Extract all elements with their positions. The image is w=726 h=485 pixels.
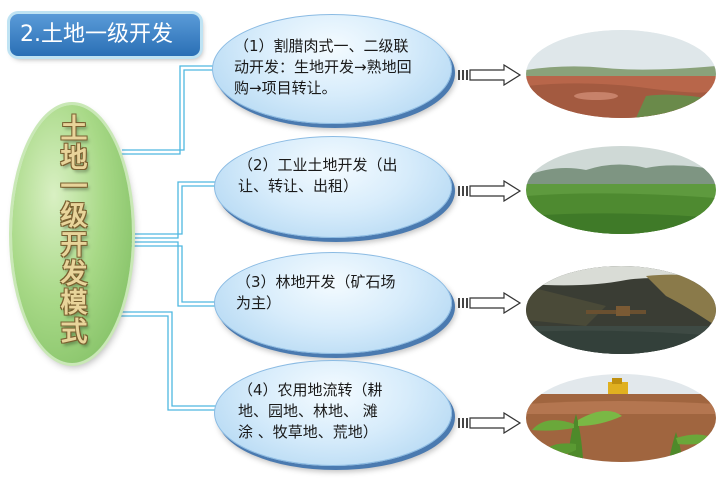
page-title: 2.土地一级开发 (10, 14, 200, 56)
arrow-right-icon (458, 292, 522, 314)
branch-2-oval (214, 136, 452, 238)
branch-2-text: （2）工业土地开发（出 让、转让、出租） (238, 156, 398, 195)
branch-4-text: （4）农用地流转（耕 地、园地、林地、 滩 涂 、牧草地、荒地） (238, 381, 383, 441)
branch-1-text: （1）割腊肉式一、二级联 动开发：生地开发→熟地回 购→项目转让。 (234, 37, 412, 97)
green-field-photo (526, 146, 716, 234)
central-mode-title: 土 地 一 级 开 发 模 式 (60, 114, 88, 348)
branch-3-oval (214, 252, 452, 354)
bare-field-photo (526, 30, 716, 118)
central-mode-oval (12, 105, 132, 363)
branch-4-oval (214, 360, 452, 466)
arrow-right-icon (458, 180, 522, 202)
branch-1-oval (212, 14, 452, 124)
arrow-right-icon (458, 412, 522, 434)
farmland-photo (526, 374, 716, 462)
arrow-right-icon (458, 64, 522, 86)
quarry-photo (526, 266, 716, 354)
branch-3-text: （3）林地开发（矿石场 为主） (236, 273, 396, 312)
